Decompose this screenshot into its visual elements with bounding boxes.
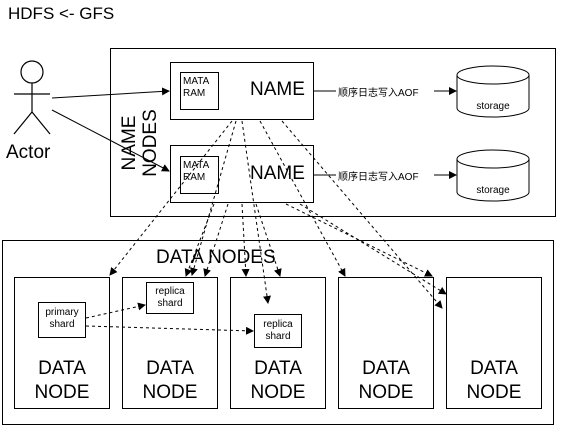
mata-ram-box-2: MATA RAM (180, 156, 219, 194)
storage-label-2: storage (476, 185, 510, 196)
aof-label-1: 顺序日志写入AOF (338, 88, 419, 99)
shard-line1: replica (263, 319, 293, 330)
data-node-line1: DATA (470, 358, 518, 379)
data-node-2-label: DATA NODE (122, 357, 218, 405)
data-node-line2: NODE (34, 382, 90, 403)
nn2-to-dn5-dashed-arrow (299, 203, 447, 295)
replica-shard-1[interactable]: replica shard (146, 282, 194, 314)
storage-cylinder-2-top (456, 149, 530, 169)
shard-line2: shard (49, 319, 75, 330)
data-node-3-label: DATA NODE (230, 357, 326, 405)
shard-line2: shard (157, 298, 183, 309)
storage-cylinder-2-body (456, 159, 530, 202)
data-node-line2: NODE (358, 382, 414, 403)
data-node-line1: DATA (146, 358, 194, 379)
data-node-line1: DATA (362, 358, 410, 379)
data-node-5[interactable] (446, 277, 542, 409)
data-node-1-label: DATA NODE (14, 357, 110, 405)
nn1-to-dn5-dashed-arrow (281, 120, 443, 309)
nn1-to-dn3-dashed-arrow (241, 120, 271, 304)
nn2-to-dn2b-dashed-arrow (203, 203, 229, 277)
shard-line1: replica (155, 286, 185, 297)
nn2-to-dn3-dashed-arrow (241, 203, 250, 277)
primary-to-replica-1-dashed-arrow (85, 302, 146, 319)
ram-label: RAM (183, 172, 206, 183)
data-node-4[interactable] (338, 277, 434, 409)
diagram-title: HDFS <- GFS (8, 4, 115, 23)
actor-to-name-node-2-arrow (51, 109, 170, 172)
storage-cylinder-1-body (456, 75, 530, 118)
actor-to-name-node-1-arrow (51, 87, 170, 99)
nn1-to-dn1-dashed-arrow (109, 120, 233, 276)
mata-label: MATA (183, 160, 210, 171)
ram-label: RAM (183, 88, 206, 99)
data-node-1[interactable] (14, 277, 110, 409)
mata-label: MATA (183, 76, 210, 87)
data-node-4-label: DATA NODE (338, 357, 434, 405)
aof-label-2: 顺序日志写入AOF (338, 172, 419, 183)
data-node-5-label: DATA NODE (446, 357, 542, 405)
name-node-2-label: NAME (250, 163, 305, 184)
actor-left-leg (13, 111, 33, 135)
nn1-to-dn2-dashed-arrow (190, 120, 237, 276)
shard-line2: shard (265, 331, 291, 342)
actor-label: Actor (6, 142, 51, 163)
shard-line1: primary (45, 307, 79, 318)
replica-shard-2[interactable]: replica shard (254, 314, 302, 348)
data-node-line1: DATA (254, 358, 302, 379)
name-node-1-label: NAME (250, 79, 305, 100)
nn2-to-dn2-dashed-arrow (184, 203, 215, 277)
data-node-line2: NODE (142, 382, 198, 403)
primary-shard[interactable]: primary shard (38, 302, 86, 338)
primary-to-replica-2-dashed-arrow (85, 325, 254, 335)
storage-label-1: storage (476, 101, 510, 112)
data-node-line1: DATA (38, 358, 86, 379)
actor-right-leg (31, 111, 51, 135)
nn2-to-dn3b-dashed-arrow (255, 203, 282, 277)
storage-cylinder-1-top (456, 65, 530, 85)
mata-ram-box-1: MATA RAM (180, 72, 219, 110)
nn2-to-dn4-dashed-arrow (285, 203, 433, 277)
data-nodes-title: DATA NODES (156, 247, 276, 268)
data-node-line2: NODE (250, 382, 306, 403)
data-node-line2: NODE (466, 382, 522, 403)
